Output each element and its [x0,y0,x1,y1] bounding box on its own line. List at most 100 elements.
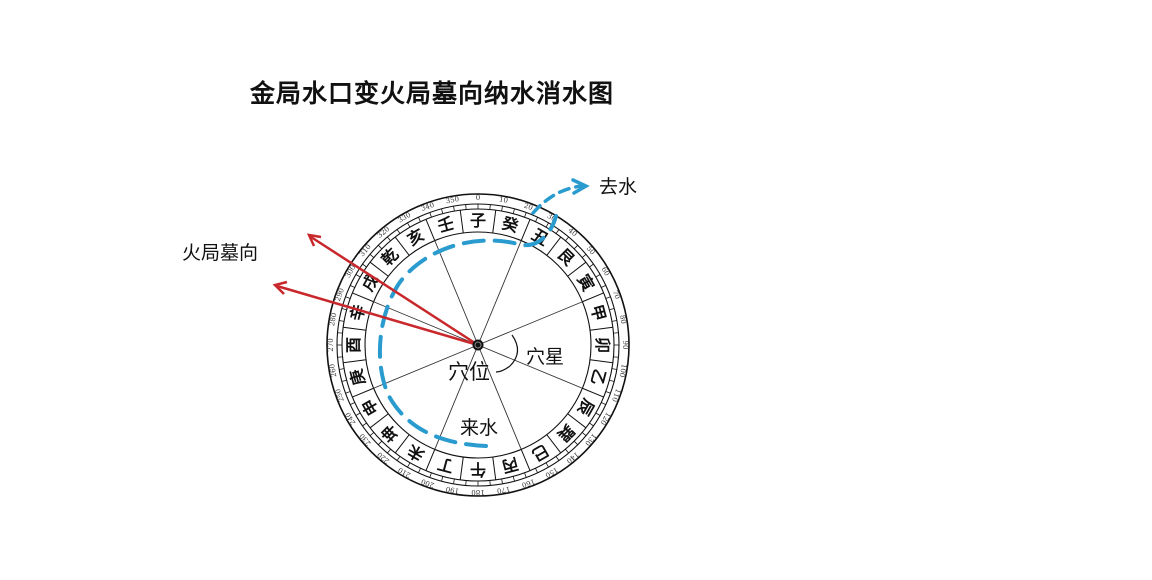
palace-char: 酉 [344,337,363,353]
sector-spoke [477,240,522,346]
degree-tick [362,263,367,268]
degree-tick [387,236,391,242]
palace-divider [369,261,389,277]
degree-label: 30 [546,212,558,223]
palace-divider [582,387,604,398]
star-label: 穴星 [526,346,564,368]
star-bracket-tail [495,365,511,373]
degree-tick [512,476,515,482]
palace-divider [567,261,587,277]
degree-label: 90 [621,341,629,350]
degree-tick [581,254,587,258]
outgoing-water-label: 去水 [599,176,637,198]
degree-tick [418,217,421,222]
sector-spoke [477,301,583,346]
degree-label: 320 [376,225,391,240]
fire-tomb-arrow-upper [310,235,479,347]
sector-spoke [434,344,479,450]
degree-label: 20 [523,202,534,213]
degree-tick [345,391,351,394]
palace-char: 丙 [500,454,520,476]
degree-label: 0 [476,194,480,202]
degree-tick [573,440,578,445]
degree-label: 70 [611,289,622,300]
degree-tick [573,245,578,250]
palace-divider [352,387,374,398]
degree-tick [339,368,345,370]
degree-tick [387,448,391,454]
degree-tick [378,440,383,445]
sector-spoke [477,344,583,389]
degree-tick [396,456,401,461]
palace-char: 壬 [436,213,456,235]
center-point [472,339,484,351]
palace-divider [343,326,367,331]
palace-char: 乙 [587,367,609,387]
degree-tick [545,222,549,228]
degree-tick [407,462,411,468]
degree-label: 330 [397,211,413,225]
palace-divider [546,236,562,256]
sector-spoke [373,301,479,346]
sector-spoke [373,344,479,389]
palace-divider [352,292,374,303]
degree-tick [565,236,569,242]
degree-tick [341,308,347,311]
degree-label: 150 [544,465,560,479]
degree-label: 120 [598,411,612,427]
degree-tick [441,208,444,214]
fire-tomb-arrow-lower [276,284,479,347]
sector-spoke [434,240,479,346]
degree-label: 260 [328,363,338,378]
palace-char: 卯 [593,337,612,353]
degree-tick [605,391,611,394]
degree-label: 50 [585,245,597,257]
degree-tick [407,222,411,228]
degree-label: 240 [344,411,358,427]
degree-tick [589,263,594,268]
degree-tick [555,456,560,461]
degree-tick [429,472,432,478]
palace-divider [343,359,367,364]
degree-tick [341,379,347,382]
degree-tick [605,296,611,299]
degree-tick [565,448,569,454]
spokes [373,240,583,450]
palace-divider [582,292,604,303]
degree-tick [611,320,617,322]
degree-label: 280 [328,312,338,327]
palace-divider [459,210,464,234]
degree-tick [524,472,527,478]
compass-ring-3 [364,231,592,459]
degree-tick [453,478,455,484]
degree-tick [601,285,606,288]
degree-label: 80 [618,314,627,324]
degree-tick [501,478,503,484]
palace-char: 午 [470,460,486,479]
degree-label: 60 [600,266,611,278]
degree-tick [369,254,375,258]
palace-divider [492,210,497,234]
degree-tick [545,462,549,468]
degree-label: 140 [565,450,580,465]
degree-label: 170 [496,485,511,495]
degree-tick [350,402,355,405]
palace-char: 癸 [499,213,521,236]
palace-divider [425,449,436,471]
degree-tick [350,285,355,288]
palace-char: 丁 [436,454,456,476]
sector-spoke [477,344,522,450]
palace-divider [394,434,410,454]
degree-tick [378,245,383,250]
fire-tomb-arrowhead-upper [306,233,322,247]
degree-label: 100 [618,363,628,378]
degree-tick [609,379,615,382]
degree-tick [609,308,615,311]
degree-tick [512,208,515,214]
degree-label: 210 [397,465,413,479]
fire-tomb-label: 火局墓向 [182,242,258,264]
palace-divider [589,359,613,364]
palace-divider [394,236,410,256]
